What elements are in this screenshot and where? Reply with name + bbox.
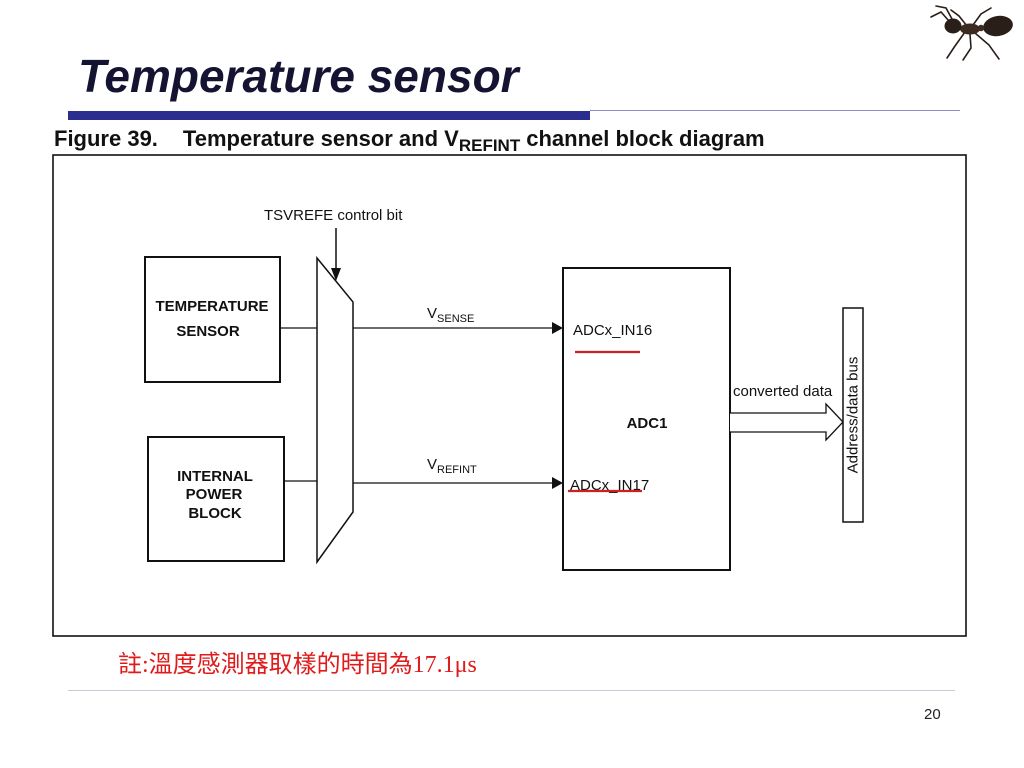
ant-legs <box>930 5 1000 61</box>
converted-data-arrow <box>730 402 844 442</box>
title-underline-rule <box>590 110 960 111</box>
figure-caption: Figure 39. Temperature sensor and VREFINT… <box>54 126 765 155</box>
page-number: 20 <box>924 706 941 723</box>
figure-frame <box>52 154 967 637</box>
address-data-bus-block <box>842 307 864 523</box>
adc-input16-label: ADCx_IN16 <box>573 322 652 339</box>
temperature-sensor-label-line1: TEMPERATURE <box>155 298 268 315</box>
converted-data-label: converted data <box>733 383 833 400</box>
vsense-arrow-head <box>552 322 563 334</box>
ant-head <box>944 18 962 34</box>
multiplexer <box>316 255 354 565</box>
vsense-label-sub: SENSE <box>437 313 474 325</box>
power-block-label-line3: BLOCK <box>188 505 241 522</box>
ant-thorax <box>960 23 980 35</box>
vrefint-label-main: V <box>427 456 437 473</box>
internal-power-block <box>147 436 285 562</box>
figure-number: Figure 39. <box>54 126 158 151</box>
vsense-label: VSENSE <box>427 305 474 325</box>
address-data-bus-label: Address/data bus <box>845 357 862 474</box>
ant-abdomen <box>983 15 1013 37</box>
caption-subscript: REFINT <box>458 136 521 155</box>
control-bit-label: TSVREFE control bit <box>264 207 403 224</box>
vrefint-label-sub: REFINT <box>437 464 477 476</box>
temperature-sensor-label-line2: SENSOR <box>176 323 240 340</box>
vsense-label-main: V <box>427 305 437 322</box>
power-block-label-line2: POWER <box>186 486 243 503</box>
caption-text-end: channel block diagram <box>526 126 765 151</box>
adc1-label: ADC1 <box>627 415 668 432</box>
caption-text: Temperature sensor and V <box>182 126 459 151</box>
vrefint-arrow-head <box>552 477 563 489</box>
control-arrow-head <box>331 268 341 281</box>
ant-image <box>930 5 1013 61</box>
title-underline-bar <box>68 111 590 120</box>
vrefint-label: VREFINT <box>427 456 477 476</box>
sampling-time-note: 註:溫度感測器取樣的時間為17.1μs <box>118 652 477 678</box>
slide-title: Temperature sensor <box>78 50 519 102</box>
temperature-sensor-block <box>144 256 281 383</box>
power-block-label-line1: INTERNAL <box>177 468 253 485</box>
adc-input17-label: ADCx_IN17 <box>570 477 649 494</box>
footer-divider <box>68 690 955 691</box>
